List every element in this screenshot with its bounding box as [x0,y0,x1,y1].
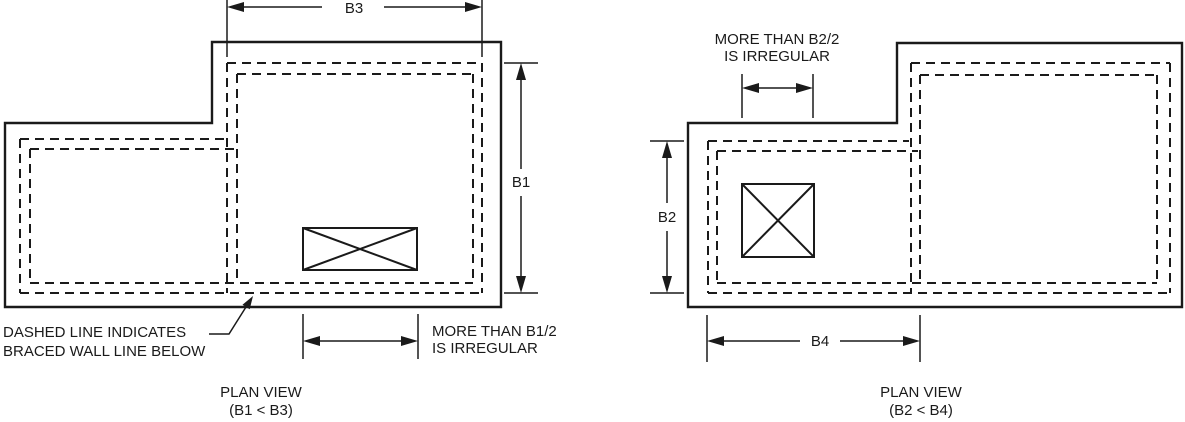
arrowhead-right-icon [465,2,482,12]
building-outline [686,41,1184,309]
irregular-note-line1: MORE THAN B2/2 [715,31,840,48]
crossed-box-diagonal [741,183,815,258]
note-line2: BRACED WALL LINE BELOW [3,343,206,360]
dimension-b1: B1 [504,62,538,294]
caption-line1: PLAN VIEW [220,384,303,401]
dimension-b2: B2 [650,140,684,294]
note-line1: DASHED LINE INDICATES [3,324,186,341]
dim-b2-label: B2 [658,209,676,226]
crossed-box-outline [741,183,815,258]
arrowhead-left-icon [303,336,320,346]
crossed-wall-box [741,183,815,258]
left-plan-diagram: B3 B1 DASHED LINE INDICATES BRACED WALL … [3,0,557,419]
caption-right-diagram: PLAN VIEW (B2 < B4) [880,384,963,419]
braced-wall-dashed-lines [19,62,483,294]
braced-wall-dashed-lines [707,62,1171,294]
arrowhead-left-icon [742,83,759,93]
dimension-b4: B4 [706,315,921,362]
arrowhead-left-icon [707,336,724,346]
irregular-note-line1: MORE THAN B1/2 [432,323,557,340]
caption-line2: (B1 < B3) [229,402,293,419]
arrowhead-up-icon [662,141,672,158]
dashed-line-note: DASHED LINE INDICATES BRACED WALL LINE B… [3,296,253,360]
caption-line1: PLAN VIEW [880,384,963,401]
leader-arrowhead-icon [242,296,253,310]
crossed-box-outline [302,227,418,271]
crossed-box-diagonal [302,227,418,271]
dimension-b3: B3 [226,0,483,57]
crossed-wall-box [302,227,418,271]
arrowhead-down-icon [516,276,526,293]
offset-dimension-b2-half: MORE THAN B2/2 IS IRREGULAR [715,31,840,118]
leader-line [209,306,247,335]
arrowhead-right-icon [903,336,920,346]
offset-dimension-b1-half [302,314,419,359]
irregular-note-left-diagram: MORE THAN B1/2 IS IRREGULAR [432,323,557,357]
irregular-note-line2: IS IRREGULAR [432,340,538,357]
caption-line2: (B2 < B4) [889,402,953,419]
building-outline [3,40,503,309]
arrowhead-down-icon [662,276,672,293]
irregular-note-line2: IS IRREGULAR [724,48,830,65]
arrowhead-up-icon [516,63,526,80]
caption-left-diagram: PLAN VIEW (B1 < B3) [220,384,303,419]
dim-b4-label: B4 [811,333,829,350]
arrowhead-right-icon [401,336,418,346]
right-plan-diagram: MORE THAN B2/2 IS IRREGULAR B2 [650,31,1184,419]
dim-b3-label: B3 [345,0,363,17]
dim-b1-label: B1 [512,174,530,191]
arrowhead-right-icon [796,83,813,93]
arrowhead-left-icon [227,2,244,12]
